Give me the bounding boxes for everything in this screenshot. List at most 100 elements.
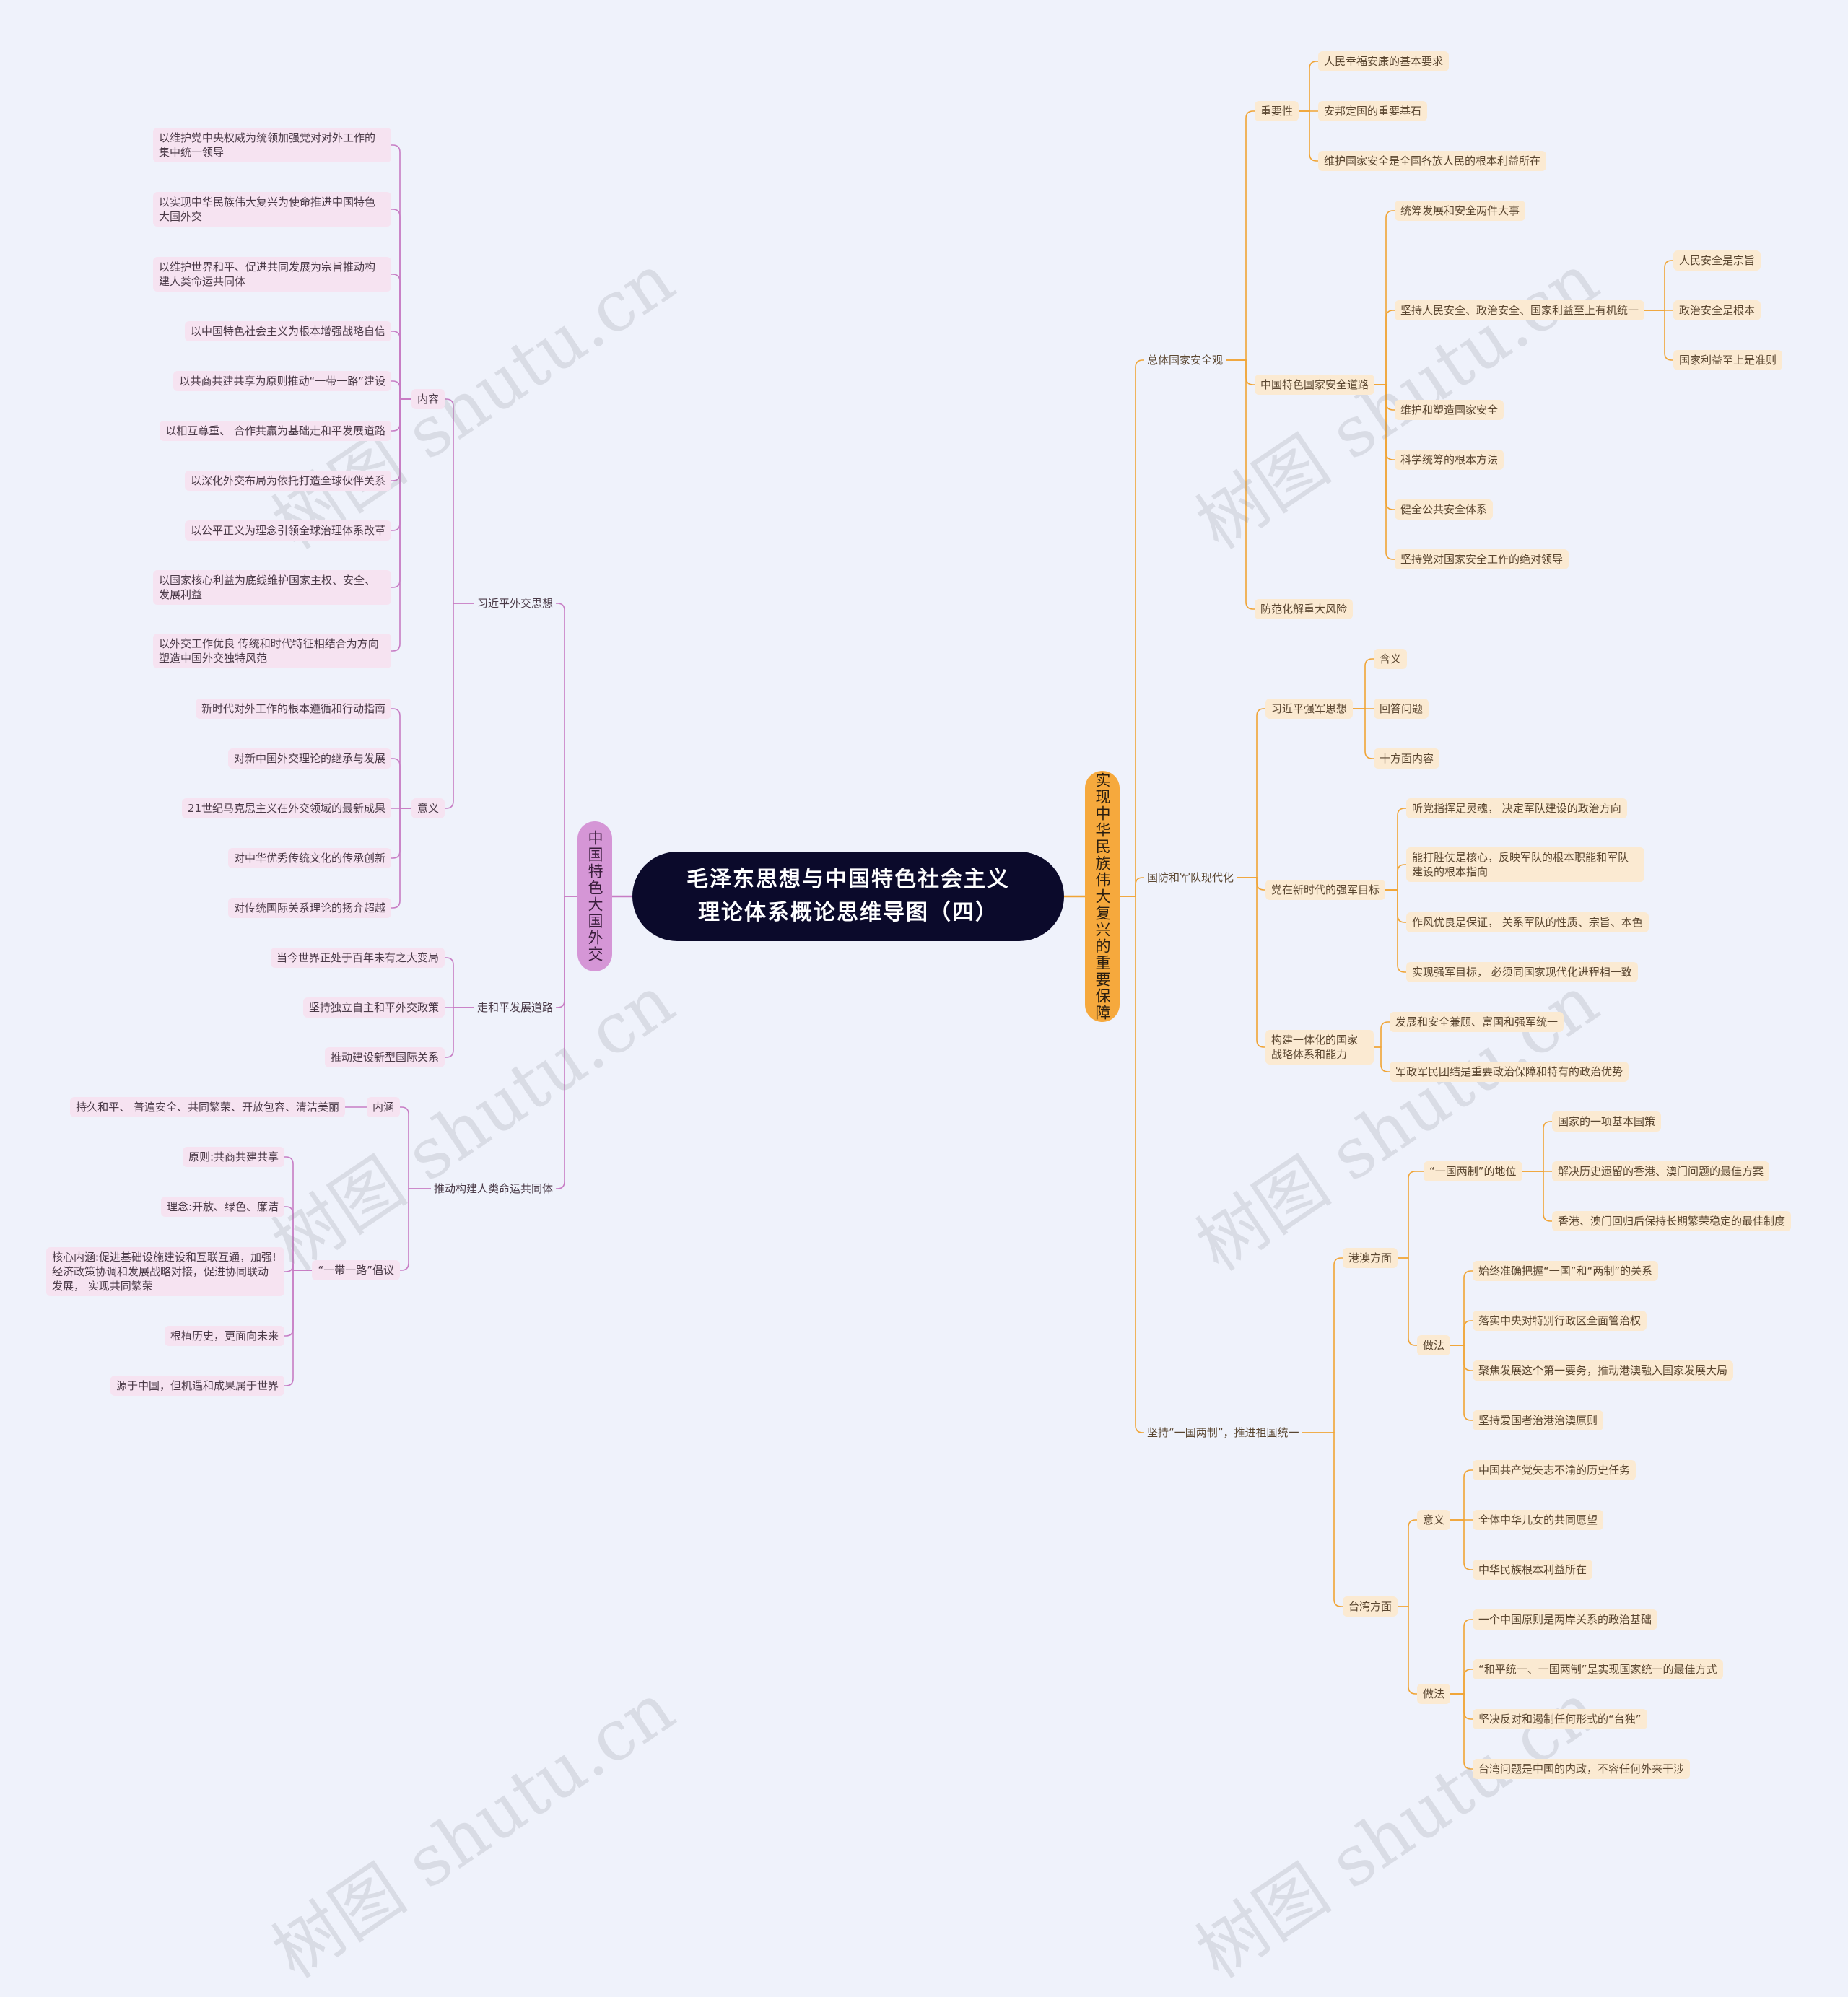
left-node-0-0-8[interactable]: 以国家核心利益为底线维护国家主权、安全、发展利益 [153,570,391,605]
branch-left[interactable]: 中国特色大国外交 [578,821,612,971]
right-node-2-0-0-0[interactable]: 国家的一项基本国策 [1552,1111,1662,1132]
left-node-0-0[interactable]: 内容 [411,389,445,409]
right-node-1-0-1[interactable]: 回答问题 [1374,699,1429,719]
left-node-0-1-4[interactable]: 对传统国际关系理论的扬弃超越 [227,898,391,918]
left-node-2-1-4[interactable]: 源于中国，但机遇和成果属于世界 [110,1376,284,1396]
right-node-1-1-3[interactable]: 实现强军目标， 必须同国家现代化进程相一致 [1406,962,1638,982]
right-node-2-1-0[interactable]: 意义 [1417,1510,1451,1530]
right-node-1-0[interactable]: 习近平强军思想 [1265,699,1354,719]
right-node-2-1-1-3[interactable]: 台湾问题是中国的内政，不容任何外来干涉 [1473,1759,1691,1779]
left-node-1-1[interactable]: 坚持独立自主和平外交政策 [302,997,445,1018]
left-node-2-1[interactable]: “一带一路”倡议 [312,1260,400,1280]
right-node-2-1-1-0[interactable]: 一个中国原则是两岸关系的政治基础 [1473,1609,1658,1630]
left-node-0-0-7[interactable]: 以公平正义为理念引领全球治理体系改革 [184,520,391,541]
right-node-1-0-2[interactable]: 十方面内容 [1374,748,1440,769]
right-node-2-0-1-0[interactable]: 始终准确把握“一国”和“两制”的关系 [1473,1261,1659,1281]
right-node-0-1-5[interactable]: 坚持党对国家安全工作的绝对领导 [1395,549,1569,569]
left-node-0-0-0[interactable]: 以维护党中央权威为统领加强党对对外工作的集中统一领导 [153,128,391,162]
right-node-0-2[interactable]: 防范化解重大风险 [1255,599,1354,619]
right-node-0-1-1-2[interactable]: 国家利益至上是准则 [1673,350,1783,370]
right-node-1-2[interactable]: 构建一体化的国家战略体系和能力 [1265,1030,1374,1065]
left-node-0-1-1[interactable]: 对新中国外交理论的继承与发展 [227,748,391,769]
left-node-0-0-3[interactable]: 以中国特色社会主义为根本增强战略自信 [184,321,391,341]
link-right-node-1-2-1 [1374,1046,1390,1072]
right-node-1-1-0[interactable]: 听党指挥是灵魂， 决定军队建设的政治方向 [1406,798,1627,818]
link-left-node-0-0-7 [391,398,411,531]
right-node-2-0-1-3[interactable]: 坚持爱国者治港治澳原则 [1473,1410,1604,1430]
left-node-2-1-1[interactable]: 理念:开放、绿色、廉洁 [160,1197,284,1217]
right-node-0-1[interactable]: 中国特色国家安全道路 [1255,375,1375,395]
right-node-2-1-0-0[interactable]: 中国共产党矢志不渝的历史任务 [1473,1460,1636,1480]
link-right-node-2-1-0 [1398,1519,1417,1607]
link-right-node-0-1-2 [1374,384,1395,411]
link-right-node-0-1-0 [1374,210,1395,385]
right-node-2-1-1-2[interactable]: 坚决反对和遏制任何形式的“台独” [1473,1709,1647,1729]
right-node-0-1-0[interactable]: 统筹发展和安全两件大事 [1395,201,1526,221]
left-node-0-0-2[interactable]: 以维护世界和平、促进共同发展为宗旨推动构建人类命运共同体 [153,257,391,292]
right-node-2-0-0-2[interactable]: 香港、澳门回归后保持长期繁荣稳定的最佳制度 [1552,1211,1792,1231]
right-node-0-1-4[interactable]: 健全公共安全体系 [1395,499,1494,520]
left-node-1-2[interactable]: 推动建设新型国际关系 [324,1047,445,1067]
left-node-0-0-5[interactable]: 以相互尊重、 合作共赢为基础走和平发展道路 [160,421,391,441]
right-node-0-1-2[interactable]: 维护和塑造国家安全 [1395,400,1504,420]
right-node-2-0-0[interactable]: “一国两制”的地位 [1424,1161,1522,1181]
right-node-2-1-0-2[interactable]: 中华民族根本利益所在 [1473,1560,1593,1580]
right-node-2-0-1[interactable]: 做法 [1417,1335,1451,1355]
link-right-node-1-1-2 [1385,889,1406,923]
right-node-2-1[interactable]: 台湾方面 [1343,1596,1398,1617]
link-right-node-1-0-0 [1353,658,1374,709]
left-node-1-0[interactable]: 当今世界正处于百年未有之大变局 [270,948,445,968]
link-right-node-2-0-0-0 [1522,1121,1552,1172]
right-node-0-1-1[interactable]: 坚持人民安全、政治安全、国家利益至上有机统一 [1395,300,1645,320]
link-right-node-0-0 [1226,110,1255,361]
left-node-2-1-0[interactable]: 原则:共商共建共享 [182,1147,284,1167]
left-node-2[interactable]: 推动构建人类命运共同体 [433,1182,553,1195]
right-node-2-0-1-2[interactable]: 聚焦发展这个第一要务，推动港澳融入国家发展大局 [1473,1360,1734,1381]
branch-right[interactable]: 实现中华民族伟大复兴的重要保障 [1085,771,1120,1022]
right-node-0-1-3[interactable]: 科学统筹的根本方法 [1395,450,1504,470]
link-right-node-1 [1120,877,1144,897]
right-node-2-0-1-1[interactable]: 落实中央对特别行政区全面管治权 [1473,1311,1647,1331]
left-node-0-1[interactable]: 意义 [411,798,445,818]
left-node-2-0[interactable]: 内涵 [366,1097,400,1117]
right-node-2-1-1[interactable]: 做法 [1417,1684,1451,1704]
right-node-1[interactable]: 国防和军队现代化 [1147,871,1234,884]
right-node-0-0-0[interactable]: 人民幸福安康的基本要求 [1318,51,1450,71]
root-topic[interactable]: 毛泽东思想与中国特色社会主义 理论体系概论思维导图（四） [632,852,1064,941]
left-node-0-0-1[interactable]: 以实现中华民族伟大复兴为使命推进中国特色大国外交 [153,192,391,227]
right-node-1-2-1[interactable]: 军政军民团结是重要政治保障和特有的政治优势 [1390,1062,1629,1082]
right-node-2-0[interactable]: 港澳方面 [1343,1248,1398,1268]
link-right-node-0 [1120,359,1144,897]
root-title-line: 理论体系概论思维导图（四） [698,900,998,925]
right-node-0-1-1-1[interactable]: 政治安全是根本 [1673,300,1761,320]
link-right-node-2-1-1-1 [1450,1669,1473,1695]
link-left-node-1-2 [445,1007,474,1058]
left-node-0-1-2[interactable]: 21世纪马克思主义在外交领域的最新成果 [181,798,391,818]
right-node-1-0-0[interactable]: 含义 [1374,649,1408,669]
link-left-node-1-0 [445,957,474,1008]
right-node-0-0-1[interactable]: 安邦定国的重要基石 [1318,101,1428,121]
right-node-0-0[interactable]: 重要性 [1255,101,1299,121]
left-node-0-0-9[interactable]: 以外交工作优良 传统和时代特征相结合为方向塑造中国外交独特风范 [153,634,391,668]
right-node-2-0-0-1[interactable]: 解决历史遗留的香港、澳门问题的最佳方案 [1552,1161,1770,1181]
right-node-1-1-2[interactable]: 作风优良是保证， 关系军队的性质、宗旨、本色 [1406,912,1649,932]
right-node-2-1-1-1[interactable]: “和平统一、一国两制”是实现国家统一的最佳方式 [1473,1659,1723,1679]
left-node-2-1-3[interactable]: 根植历史，更面向未来 [164,1326,284,1346]
right-node-2[interactable]: 坚持“一国两制”，推进祖国统一 [1147,1426,1299,1439]
left-node-2-0-0[interactable]: 持久和平、 普遍安全、共同繁荣、开放包容、清洁美丽 [70,1097,345,1117]
right-node-1-1-1[interactable]: 能打胜仗是核心，反映军队的根本职能和军队建设的根本指向 [1406,847,1644,882]
link-right-node-2-0-1-2 [1450,1345,1473,1371]
left-node-0-1-3[interactable]: 对中华优秀传统文化的传承创新 [227,848,391,868]
right-node-1-2-0[interactable]: 发展和安全兼顾、富国和强军统一 [1390,1012,1564,1032]
right-node-0-0-2[interactable]: 维护国家安全是全国各族人民的根本利益所在 [1318,151,1547,171]
left-node-0-1-0[interactable]: 新时代对外工作的根本遵循和行动指南 [195,699,391,719]
left-node-1[interactable]: 走和平发展道路 [476,1001,553,1014]
left-node-0[interactable]: 习近平外交思想 [476,597,553,610]
left-node-0-0-4[interactable]: 以共商共建共享为原则推动“一带一路”建设 [173,371,391,391]
right-node-0-1-1-0[interactable]: 人民安全是宗旨 [1673,250,1761,271]
right-node-1-1[interactable]: 党在新时代的强军目标 [1265,880,1386,900]
right-node-2-1-0-1[interactable]: 全体中华儿女的共同愿望 [1473,1510,1604,1530]
left-node-2-1-2[interactable]: 核心内涵:促进基础设施建设和互联互通，加强! 经济政策协调和发展战略对接，促进协… [46,1247,284,1296]
left-node-0-0-6[interactable]: 以深化外交布局为依托打造全球伙伴关系 [184,471,391,491]
right-node-0[interactable]: 总体国家安全观 [1147,354,1224,367]
